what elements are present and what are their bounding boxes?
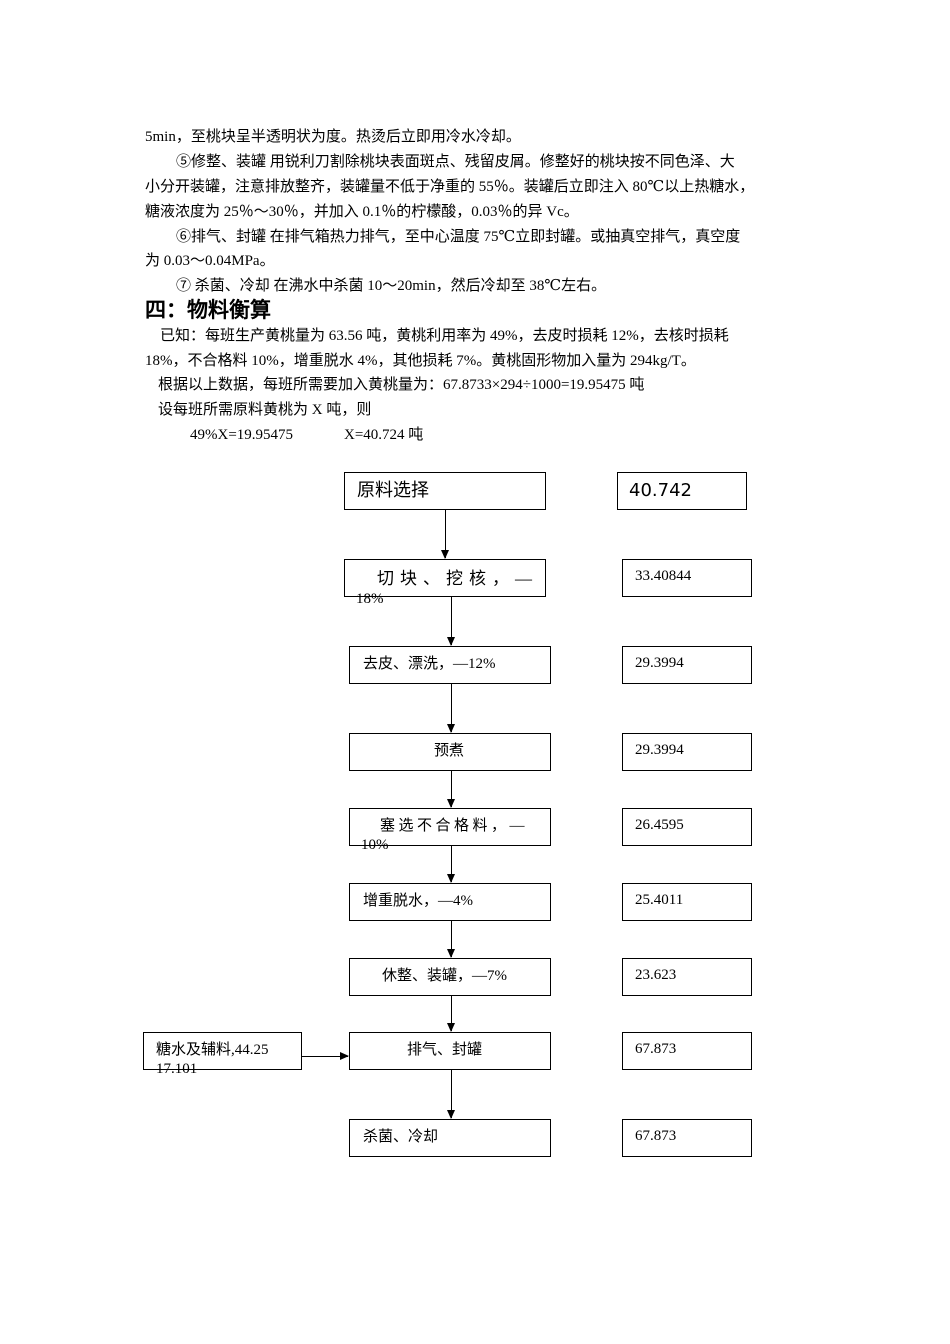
section-heading: 四：物料衡算 [145, 298, 271, 322]
text-line: 为 0.03～0.04MPa。 [145, 253, 275, 269]
flow-step-box: 排气、封罐 [349, 1032, 551, 1070]
flow-step-box: 原料选择 [344, 472, 546, 510]
flow-value-box: 29.3994 [622, 733, 752, 771]
side-input-box: 糖水及辅料,44.25 17.101 [143, 1032, 302, 1077]
flow-value: 29.3994 [635, 655, 684, 671]
text-line: 糖液浓度为 25％～30％，并加入 0.1％的柠檬酸，0.03％的异 Vc。 [145, 204, 579, 220]
flow-step-label: 塞选不合格料，— [380, 818, 529, 834]
flow-step-label: 排气、封罐 [407, 1042, 483, 1058]
flow-step-label: 增重脱水，—4% [363, 893, 473, 909]
text-line: 已知：每班生产黄桃量为 63.56 吨，黄桃利用率为 49%，去皮时损耗 12%… [160, 328, 729, 344]
flow-step-box: 杀菌、冷却 [349, 1119, 551, 1157]
flow-value-box: 23.623 [622, 958, 752, 996]
equation: 49%X=19.95475 [190, 427, 294, 443]
flow-arrow-horizontal [302, 1052, 349, 1060]
flow-step-label-overflow: 10% [361, 837, 389, 853]
flow-step-label: 杀菌、冷却 [363, 1129, 439, 1145]
flow-value: 33.40844 [635, 568, 692, 584]
flow-step-box: 塞选不合格料，— 10% [349, 808, 551, 853]
text-line: 18%，不合格料 10%，增重脱水 4%，其他损耗 7%。黄桃固形物加入量为 2… [145, 353, 696, 369]
flow-value-box: 67.873 [622, 1119, 752, 1157]
flow-arrow [447, 684, 455, 733]
flow-step-box: 休整、装罐，—7% [349, 958, 551, 996]
side-input-label: 糖水及辅料,44.25 [156, 1042, 269, 1058]
flow-arrow [447, 921, 455, 958]
side-input-label-overflow: 17.101 [156, 1061, 198, 1077]
flow-step-label: 预煮 [434, 743, 465, 759]
flow-value-box: 33.40844 [622, 559, 752, 597]
flow-arrow [447, 597, 455, 646]
flow-arrow [447, 771, 455, 808]
flow-step-label: 切块、挖核，— [377, 569, 538, 588]
flow-step-box: 增重脱水，—4% [349, 883, 551, 921]
flow-arrow [447, 1070, 455, 1119]
flow-arrow [447, 846, 455, 883]
flow-step-box: 切块、挖核，— 18% [344, 559, 546, 607]
flow-value-box: 29.3994 [622, 646, 752, 684]
flow-step-box: 预煮 [349, 733, 551, 771]
flow-value: 40.742 [629, 480, 692, 501]
text-line: ⑤修整、装罐 用锐利刀割除桃块表面斑点、残留皮屑。修整好的桃块按不同色泽、大 [176, 154, 735, 170]
text-line: ⑥排气、封罐 在排气箱热力排气，至中心温度 75℃立即封罐。或抽真空排气，真空度 [176, 229, 741, 245]
flow-step-label-overflow: 18% [356, 591, 384, 607]
text-line: 根据以上数据，每班所需要加入黄桃量为：67.8733×294÷1000=19.9… [158, 377, 645, 393]
flow-arrow [441, 510, 449, 559]
flow-step-label: 休整、装罐，—7% [382, 968, 507, 984]
flow-value-box: 40.742 [617, 472, 747, 510]
flow-arrow [447, 996, 455, 1032]
text-line: ⑦ 杀菌、冷却 在沸水中杀菌 10～20min，然后冷却至 38℃左右。 [176, 278, 607, 294]
flow-value: 25.4011 [635, 892, 684, 908]
text-line: 5min，至桃块呈半透明状为度。热烫后立即用冷水冷却。 [145, 129, 521, 145]
text-line: 小分开装罐，注意排放整齐，装罐量不低于净重的 55％。装罐后立即注入 80℃以上… [145, 179, 755, 195]
flow-value: 29.3994 [635, 742, 684, 758]
flow-step-label: 原料选择 [357, 480, 429, 501]
flow-value: 67.873 [635, 1041, 677, 1057]
flow-value-box: 25.4011 [622, 883, 752, 921]
flow-value-box: 67.873 [622, 1032, 752, 1070]
flow-value: 26.4595 [635, 817, 684, 833]
flow-step-label: 去皮、漂洗，—12% [363, 656, 496, 672]
text-line: 设每班所需原料黄桃为 X 吨，则 [158, 402, 372, 418]
flow-step-box: 去皮、漂洗，—12% [349, 646, 551, 684]
flow-value-box: 26.4595 [622, 808, 752, 846]
equation-result: X=40.724 吨 [344, 427, 424, 443]
flow-value: 67.873 [635, 1128, 677, 1144]
flow-value: 23.623 [635, 967, 677, 983]
